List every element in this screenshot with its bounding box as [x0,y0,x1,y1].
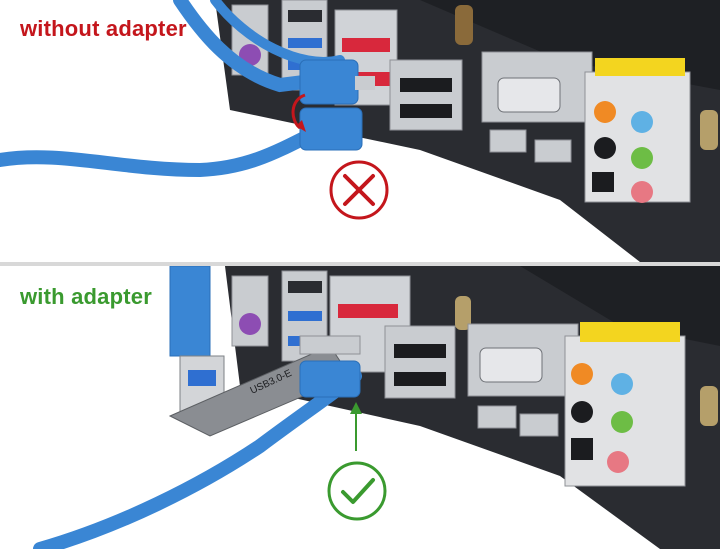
capacitor [455,296,471,330]
usb-plug-lower [299,360,361,398]
audio-jack-orange [571,363,593,385]
mini-port [489,129,527,153]
audio-jack-green [611,411,633,433]
audio-jack-black [594,137,616,159]
ethernet-port [288,281,322,293]
audio-jack-pink [607,451,629,473]
usb3-port-blue [288,38,322,48]
caption-without-adapter: without adapter [20,16,187,41]
hdmi-port [400,104,452,118]
capacitor [455,5,473,45]
yellow-label [580,322,680,342]
caption-with-adapter: with adapter [20,284,152,309]
audio-jack-blue [611,373,633,395]
audio-jack-orange [594,101,616,123]
hdmi-displayport-housing [389,59,463,131]
usb-cable-upper [173,0,327,93]
capacitor [700,386,718,426]
mini-port [534,139,572,163]
motherboard-photo-without-adapter [0,0,720,262]
audio-jack-black [571,401,593,423]
panel-divider [0,262,720,266]
arrow-head [296,120,306,132]
adapter-usb-inner [188,370,216,386]
capacitor [700,110,718,150]
panel-with-adapter: USB3.0-E with adapter [0,266,720,549]
motherboard-photo-with-adapter: USB3.0-E [33,266,720,549]
yellow-label [595,58,685,76]
panel-without-adapter: without adapter [0,0,720,262]
up-arrow-icon [350,402,362,451]
hdmi-port [394,372,446,386]
ps2-port [239,313,261,335]
audio-jack-green [631,147,653,169]
audio-jack-blue [631,111,653,133]
red-usb-port [342,38,390,52]
hdmi-displayport-housing [384,325,456,399]
check-mark-icon [327,461,387,521]
mini-port [477,405,517,429]
red-usb-port [338,304,398,318]
vga-port [497,77,561,113]
displayport [400,78,452,92]
usb-cable-lower [0,123,327,178]
plug-metal [355,76,375,90]
vga-port [479,347,543,383]
optical-port [571,438,593,460]
ps2-port-housing [231,275,269,347]
usb-plug-upper [299,59,359,105]
usb-cable-lower [33,369,362,549]
usb3-port-blue [288,311,322,321]
ethernet-port [288,10,322,22]
adapter-plug [299,335,361,355]
mini-port [519,413,559,437]
displayport [394,344,446,358]
cross-mark-icon [329,160,389,220]
audio-jack-pink [631,181,653,203]
vertical-usb-cable [169,266,211,357]
usb-plug-lower [299,107,363,151]
optical-port [592,172,614,192]
